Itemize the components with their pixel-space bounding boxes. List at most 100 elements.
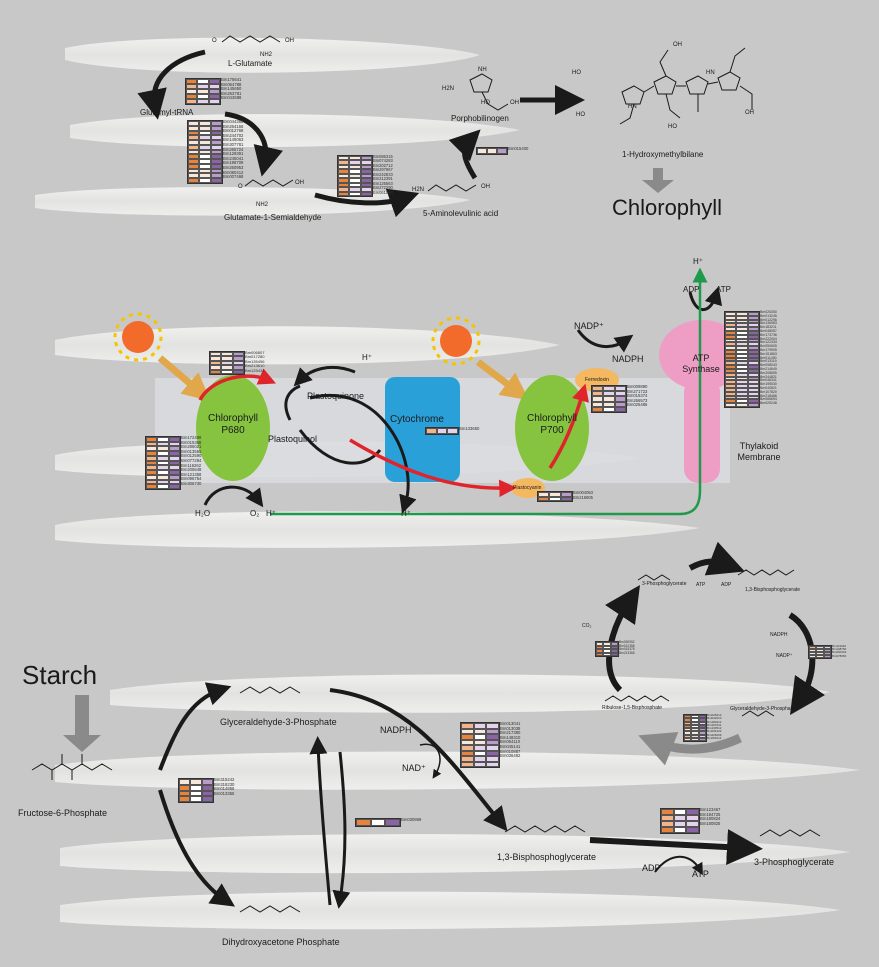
gene-id: Bm136983 bbox=[760, 321, 777, 326]
porphobilinogen-label: Porphobilinogen bbox=[451, 114, 509, 123]
heatmap-cell bbox=[486, 739, 499, 745]
arrow-gap-to-dhap bbox=[332, 751, 351, 909]
heatmap-cell bbox=[725, 380, 737, 385]
h2n-label: H2N bbox=[412, 187, 425, 193]
heatmap-cell bbox=[210, 130, 222, 136]
heatmap-cell bbox=[725, 391, 737, 396]
heatmap-cell bbox=[486, 728, 499, 734]
heatmap-cell bbox=[179, 790, 191, 797]
arrow-f6p-to-dhap bbox=[158, 789, 235, 907]
heatmap-cell bbox=[157, 460, 169, 466]
heatmap-cell bbox=[210, 121, 222, 126]
heatmap-cell bbox=[747, 387, 759, 392]
3pg-structure-bottom bbox=[759, 829, 821, 837]
heatmap-cell bbox=[210, 144, 222, 150]
gene-id: Bm218466 bbox=[760, 393, 777, 398]
heatmap-cell bbox=[338, 156, 350, 161]
gene-id: Bm135496 bbox=[245, 358, 265, 364]
gene-id: Bm263781 bbox=[221, 90, 242, 96]
heatmap-cell bbox=[168, 455, 180, 461]
heatmap-cell bbox=[686, 821, 699, 827]
heatmap-cell bbox=[603, 401, 615, 407]
semialdehyde-structure bbox=[244, 179, 294, 187]
heatmap-cell bbox=[473, 756, 487, 762]
heatmap-cell bbox=[736, 380, 748, 385]
arrow-hmb-to-chlorophyll bbox=[642, 168, 674, 193]
heatmap-cell bbox=[691, 731, 699, 735]
electron-transport-path bbox=[198, 368, 590, 498]
heatmap-cell bbox=[747, 342, 759, 347]
heatmap-cell bbox=[188, 135, 200, 141]
gene-id: Bm116262 bbox=[181, 462, 202, 468]
heatmap-cell bbox=[736, 361, 748, 366]
gap-label: Glyceraldehyde-3-Phosphate bbox=[220, 717, 337, 727]
heatmap-cell bbox=[221, 360, 233, 366]
f6p-structure bbox=[31, 754, 113, 780]
heatmap-cell bbox=[725, 330, 737, 335]
gene-id: Bm061594 bbox=[373, 189, 393, 195]
heatmap-cell bbox=[747, 403, 759, 407]
heatmap-cell bbox=[210, 140, 222, 145]
gene-id: Bm195530 bbox=[760, 382, 777, 387]
heatmap-cell bbox=[725, 376, 737, 381]
heatmap-cell bbox=[157, 470, 169, 475]
heatmap-cell bbox=[188, 168, 200, 174]
heatmap-cell bbox=[197, 94, 209, 99]
arrow-nadph-nad bbox=[419, 743, 442, 779]
heatmap-cell bbox=[747, 349, 759, 354]
heatmap-cell bbox=[736, 338, 748, 343]
heatmap-cell bbox=[698, 718, 706, 722]
f6p-label: Fructose-6-Phosphate bbox=[18, 808, 108, 818]
heatmap-cell bbox=[210, 154, 222, 160]
heatmap-cell bbox=[199, 125, 211, 131]
heatmap-cell bbox=[684, 724, 692, 728]
heatmap-cell bbox=[538, 496, 550, 501]
heatmap-cell bbox=[146, 455, 158, 461]
heatmap-cell bbox=[477, 148, 487, 154]
heatmap-cell bbox=[686, 809, 699, 815]
heatmap-cell bbox=[736, 346, 748, 350]
heatmap-cell bbox=[725, 365, 737, 369]
chlorophyll-product-label: Chlorophyll bbox=[612, 195, 723, 220]
heatmap-atp-synthase bbox=[724, 311, 760, 408]
gene-id: Bm122434 bbox=[760, 340, 777, 345]
heatmap-cell bbox=[186, 79, 198, 84]
electron-arrow-psii bbox=[198, 368, 277, 401]
aminolevulinic-acid-label: 5-Aminolevulinic acid bbox=[423, 209, 499, 218]
gene-id: Bm013038 bbox=[500, 725, 521, 731]
gene-id: Bm272290 bbox=[373, 185, 393, 191]
gene-id: Bm013041 bbox=[500, 721, 521, 726]
nh-label: NH bbox=[478, 67, 487, 73]
molecule-sketches bbox=[31, 35, 821, 913]
heatmap-cell bbox=[603, 391, 615, 397]
heatmap-cell bbox=[736, 315, 748, 320]
heatmap-cell bbox=[157, 479, 169, 485]
gene-id: Bm053214 bbox=[707, 735, 722, 740]
gene-id: Bm260304 bbox=[832, 650, 847, 655]
atp-synthase-label: ATP Synthase bbox=[682, 353, 720, 374]
heatmap-cell bbox=[146, 465, 158, 471]
heatmap-cell bbox=[736, 368, 748, 373]
heatmap-cell bbox=[221, 365, 233, 370]
heatmap-cell bbox=[725, 387, 737, 392]
calvin-adp-label: ADP bbox=[721, 582, 732, 588]
heatmap-cell bbox=[603, 386, 615, 392]
gene-id: Bm133650 bbox=[459, 426, 480, 431]
heatmap-cell bbox=[698, 734, 706, 738]
gene-id: Bm184725 bbox=[700, 811, 721, 817]
calvin-bpg-structure bbox=[737, 569, 795, 576]
heatmap-cell bbox=[188, 163, 200, 169]
gene-id: Bm007468 bbox=[223, 174, 244, 180]
heatmap-cell bbox=[592, 386, 604, 392]
heatmap-cell bbox=[725, 346, 737, 350]
water-label: H₂O bbox=[195, 509, 211, 518]
heatmap-cell bbox=[603, 649, 611, 653]
gene-id: Bm050605 bbox=[760, 344, 777, 349]
nad-label: NAD⁺ bbox=[402, 763, 426, 773]
bpg-label: 1,3-Bisphosphoglycerate bbox=[497, 852, 597, 862]
pbg-sidechain bbox=[481, 91, 509, 111]
gene-id: Bm064110 bbox=[500, 739, 521, 745]
gene-id: Bm129391 bbox=[223, 151, 244, 157]
